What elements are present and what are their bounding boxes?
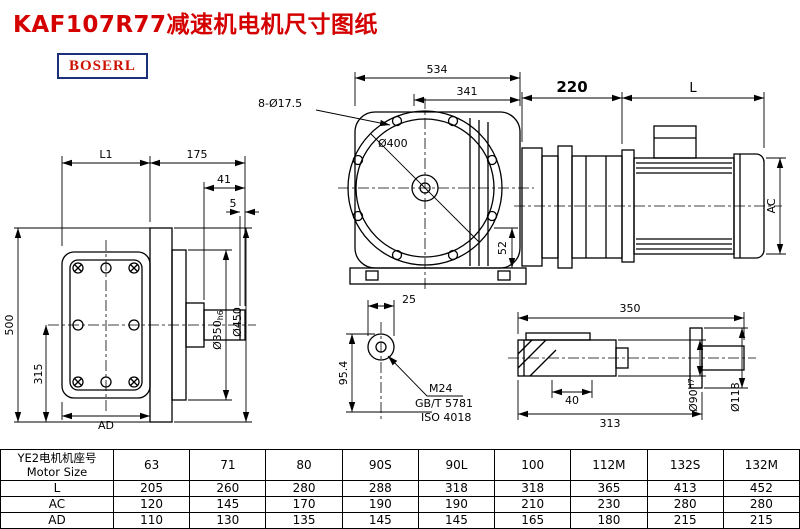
- size-col: 132M: [722, 449, 800, 481]
- table-cell: 318: [494, 480, 572, 497]
- dim-l1: L1: [99, 148, 112, 161]
- table-cell: 230: [570, 496, 648, 513]
- table-cell: 280: [646, 496, 724, 513]
- table-cell: 145: [189, 496, 267, 513]
- size-col: 80: [265, 449, 343, 481]
- centerlines: [48, 98, 782, 420]
- dim-40: 40: [565, 394, 579, 407]
- dim-90h7: Ø90H7: [687, 378, 700, 412]
- dim-313: 313: [600, 417, 621, 430]
- page-title: KAF107R77减速机电机尺寸图纸: [13, 12, 379, 38]
- technical-drawing: L1 175 41 5 500 315 AD Ø350h6 Ø450 534 3…: [3, 63, 786, 432]
- dim-175: 175: [187, 148, 208, 161]
- table-cell: 145: [417, 512, 496, 529]
- size-col: 63: [112, 449, 191, 481]
- dim-41: 41: [217, 173, 231, 186]
- dim-52: 52: [496, 241, 509, 255]
- dim-315: 315: [32, 364, 45, 385]
- size-col: 112M: [570, 449, 648, 481]
- dim-220: 220: [556, 78, 587, 96]
- row-label: L: [0, 480, 114, 497]
- table-cell: 280: [265, 480, 343, 497]
- label-gbt-5781: GB/T 5781: [415, 397, 473, 410]
- dim-450: Ø450: [231, 307, 244, 337]
- table-cell: 215: [646, 512, 724, 529]
- table-cell: 365: [570, 480, 648, 497]
- label-m24: M24: [429, 382, 453, 395]
- label-iso-4018: ISO 4018: [421, 411, 471, 424]
- motor-outline: [521, 125, 765, 269]
- row-label: AD: [0, 512, 114, 529]
- size-col: 90S: [341, 449, 419, 481]
- table-cell: 130: [189, 512, 267, 529]
- table-row-ad: AD 110 130 135 145 145 165 180 215 215: [0, 512, 800, 529]
- table-cell: 215: [722, 512, 800, 529]
- motor-size-header-en: Motor Size: [26, 465, 88, 479]
- dim-5: 5: [230, 197, 237, 210]
- table-cell: 190: [417, 496, 496, 513]
- dim-ad: AD: [98, 419, 114, 432]
- dim-ac: AC: [765, 198, 778, 213]
- size-col: 132S: [646, 449, 724, 481]
- table-cell: 260: [189, 480, 267, 497]
- table-header-row: YE2电机机座号 Motor Size 63 71 80 90S 90L 100…: [0, 449, 800, 481]
- dim-341: 341: [457, 85, 478, 98]
- boserl-logo: BOSERL: [57, 53, 148, 79]
- dim-118: Ø118: [729, 382, 742, 412]
- table-row-ac: AC 120 145 170 190 190 210 230 280 280: [0, 496, 800, 513]
- table-cell: 145: [341, 512, 419, 529]
- table-cell: 210: [494, 496, 572, 513]
- dim-400: Ø400: [378, 137, 408, 150]
- dimension-lines: [14, 74, 784, 422]
- dimension-labels: L1 175 41 5 500 315 AD Ø350h6 Ø450 534 3…: [3, 63, 778, 432]
- table-cell: 413: [646, 480, 724, 497]
- table-cell: 190: [341, 496, 419, 513]
- size-col: 71: [189, 449, 267, 481]
- dim-25: 25: [402, 293, 416, 306]
- size-col: 90L: [417, 449, 496, 481]
- dim-95-4: 95.4: [337, 361, 350, 386]
- row-label: AC: [0, 496, 114, 513]
- table-cell: 120: [112, 496, 191, 513]
- table-cell: 452: [722, 480, 800, 497]
- dim-shaft-350: 350: [620, 302, 641, 315]
- motor-size-header: YE2电机机座号 Motor Size: [0, 449, 114, 481]
- table-cell: 170: [265, 496, 343, 513]
- dim-500: 500: [3, 315, 16, 336]
- table-cell: 205: [112, 480, 191, 497]
- size-col: 100: [494, 449, 572, 481]
- table-cell: 288: [341, 480, 419, 497]
- table-cell: 318: [417, 480, 496, 497]
- table-cell: 110: [112, 512, 191, 529]
- dim-bolt-holes: 8-Ø17.5: [258, 97, 302, 110]
- table-cell: 180: [570, 512, 648, 529]
- motor-size-header-cn: YE2电机机座号: [17, 451, 97, 465]
- table-cell: 280: [722, 496, 800, 513]
- dim-534: 534: [427, 63, 448, 76]
- front-view-outline: [347, 110, 527, 361]
- dim-350h6: Ø350h6: [211, 310, 225, 350]
- table-cell: 165: [494, 512, 572, 529]
- gearbox-outlines: [61, 110, 765, 423]
- dim-motor-l: L: [689, 81, 697, 96]
- table-cell: 135: [265, 512, 343, 529]
- table-row-l: L 205 260 280 288 318 318 365 413 452: [0, 480, 800, 497]
- motor-dimension-table: YE2电机机座号 Motor Size 63 71 80 90S 90L 100…: [0, 449, 800, 529]
